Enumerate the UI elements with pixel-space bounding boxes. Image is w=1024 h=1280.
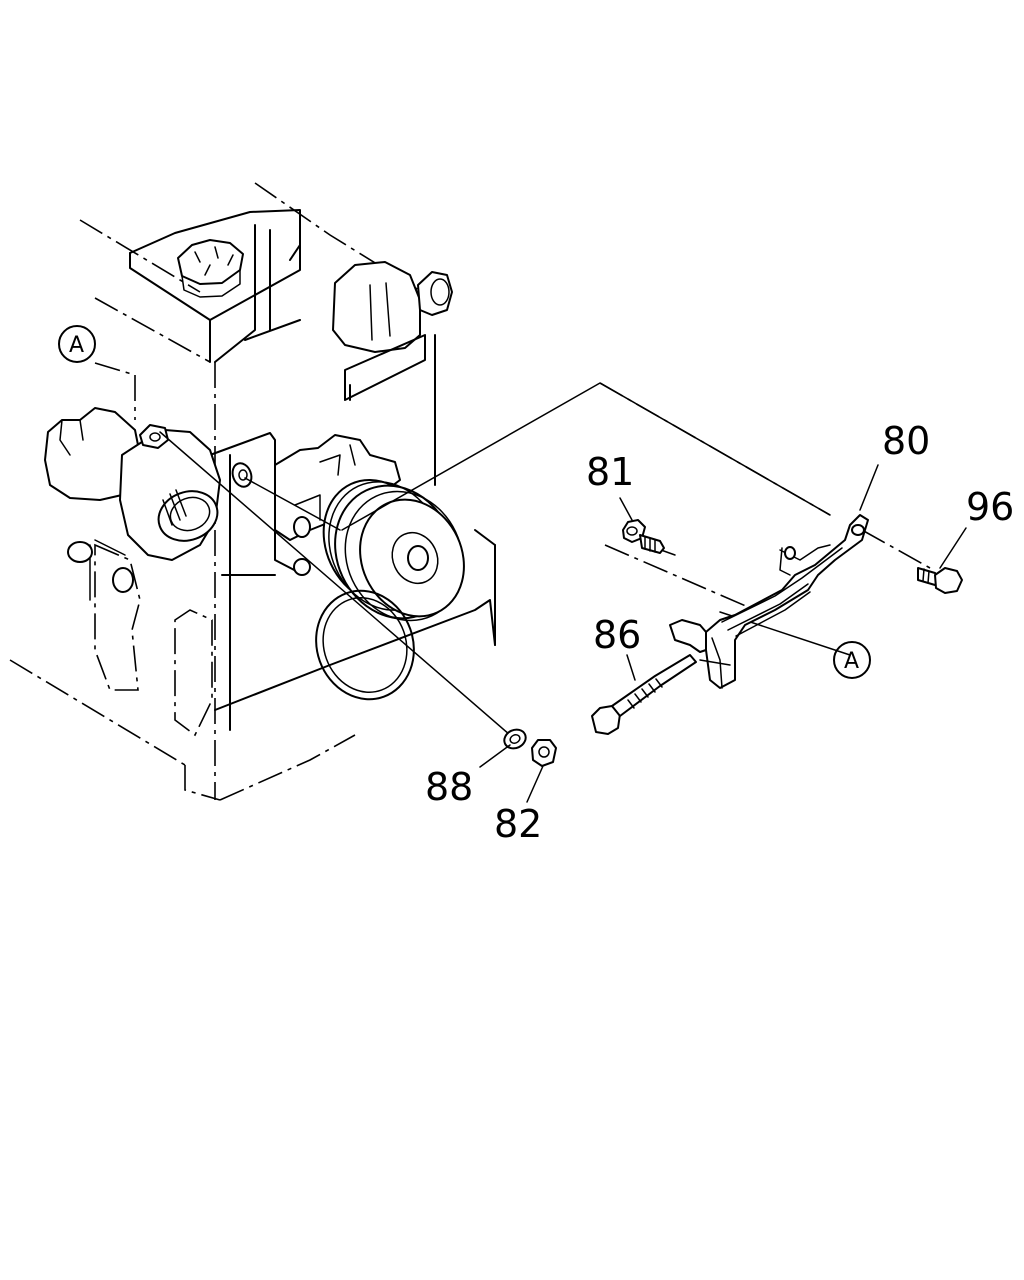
adjusting-bracket	[669, 514, 869, 689]
reference-a-left-label: A	[69, 333, 84, 358]
washer-88	[503, 728, 527, 750]
reference-marker-a-right: A	[833, 641, 871, 679]
callout-81: 81	[586, 450, 634, 494]
callout-96: 96	[966, 485, 1014, 529]
bolt-81	[622, 519, 665, 554]
oil-filler-cap	[177, 239, 244, 298]
thermostat-housing	[332, 261, 453, 486]
callout-82: 82	[494, 802, 542, 846]
stud-washer-upper	[231, 462, 253, 488]
alternator-pulley	[274, 434, 465, 701]
callout-88: 88	[425, 765, 473, 809]
assembly-leader-lines	[94, 362, 931, 736]
reference-marker-a-left: A	[58, 325, 96, 363]
water-pump-assembly	[44, 407, 221, 601]
bolt-86	[591, 654, 697, 735]
engine-block	[9, 182, 496, 801]
callout-leaders	[479, 464, 967, 803]
nut-82	[531, 739, 557, 767]
callout-80: 80	[882, 419, 930, 463]
reference-a-right-label: A	[844, 649, 859, 674]
bolt-96	[917, 567, 963, 594]
callout-86: 86	[593, 613, 641, 657]
